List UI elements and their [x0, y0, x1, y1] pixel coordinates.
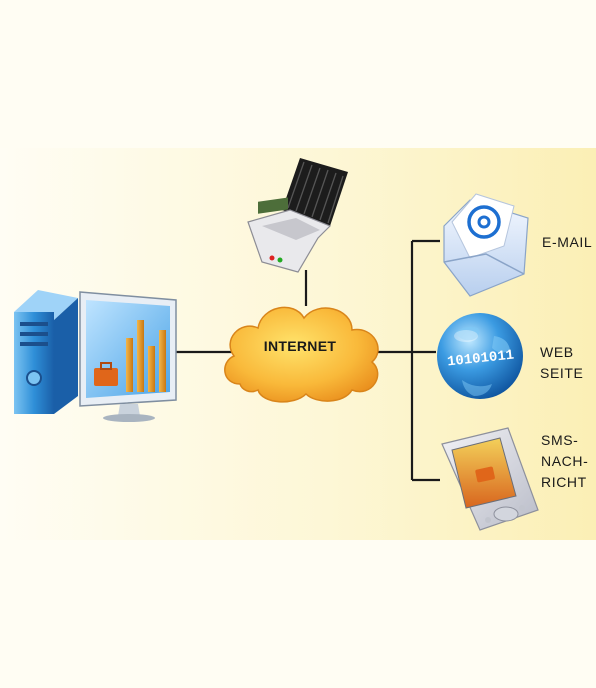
internet-cloud-icon	[224, 306, 379, 403]
email-label: E-MAIL	[542, 234, 593, 250]
globe-binary-text: 10101011	[446, 348, 515, 371]
computer-icon	[14, 290, 177, 422]
globe-icon	[437, 313, 523, 399]
sms-label-line-3: RICHT	[541, 474, 587, 490]
email-envelope-icon	[443, 193, 529, 297]
sms-label-line-1: SMS-	[541, 432, 579, 448]
website-label-line-1: WEB	[540, 344, 574, 360]
internet-label: INTERNET	[263, 338, 337, 354]
pda-phone-icon	[441, 427, 539, 531]
connection-lines	[176, 239, 440, 482]
charge-controller-icon	[247, 158, 348, 273]
website-label-line-2: SEITE	[540, 365, 584, 381]
sms-label-line-2: NACH-	[541, 453, 589, 469]
